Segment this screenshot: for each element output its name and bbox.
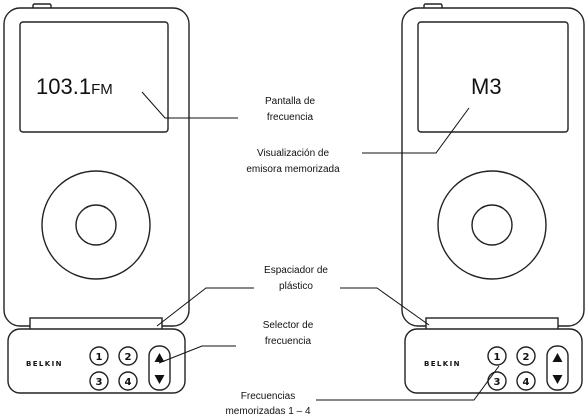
- right-preset-button-4: 4: [516, 371, 536, 391]
- caption-frequency-display-line-2: frecuencia: [267, 112, 314, 123]
- left-preset-label-1: 1: [96, 352, 103, 363]
- leader-frequency-selector: [158, 345, 236, 364]
- caption-frequency-display-line-1: Pantalla de: [265, 96, 315, 107]
- right-brand-label: BELKIN: [424, 360, 461, 368]
- left-preset-label-4: 4: [125, 377, 132, 388]
- left-center-button: [75, 204, 117, 246]
- left-tune-up-arrow: [154, 353, 165, 362]
- right-screen: [417, 21, 569, 133]
- right-tune-down-arrow: [552, 375, 563, 384]
- leader-frequency-display: [141, 91, 238, 119]
- leader-preset-display: [362, 107, 470, 154]
- right-device: M3 BELKIN 1 2 3 4: [401, 3, 585, 394]
- leader-preset-frequencies: [316, 365, 500, 401]
- left-device: 103.1FM BELKIN 1 2 3 4: [3, 3, 190, 394]
- caption-preset-display: Visualización de emisora memorizada: [246, 148, 340, 175]
- left-preset-button-3: 3: [89, 371, 109, 391]
- right-preset-label-1: 1: [494, 352, 501, 363]
- right-preset-readout: M3: [471, 74, 502, 99]
- right-preset-button-3: 3: [487, 371, 507, 391]
- left-plastic-spacer: [29, 317, 163, 331]
- left-preset-button-1: 1: [89, 346, 109, 366]
- leader-lines: [141, 91, 500, 401]
- caption-frequency-display: Pantalla de frecuencia: [265, 96, 315, 123]
- left-band-label: FM: [91, 81, 113, 98]
- caption-preset-display-line-1: Visualización de: [257, 148, 330, 159]
- left-tune-down-arrow: [154, 375, 165, 384]
- left-preset-label-3: 3: [96, 377, 103, 388]
- right-tuning-rocker: [546, 345, 569, 391]
- left-screen: [19, 21, 169, 133]
- right-preset-label-3: 3: [494, 377, 501, 388]
- leader-plastic-spacer-left: [156, 287, 254, 327]
- caption-frequency-selector-line-1: Selector de: [263, 320, 314, 331]
- left-tuning-rocker: [148, 345, 171, 391]
- left-frequency-readout: 103.1FM: [36, 74, 113, 99]
- caption-preset-frequencies: Frecuencias memorizadas 1 – 4: [225, 391, 310, 417]
- right-preset-label-2: 2: [523, 352, 530, 363]
- caption-preset-display-line-2: emisora memorizada: [246, 164, 340, 175]
- caption-plastic-spacer-line-1: Espaciador de: [264, 265, 328, 276]
- caption-preset-frequencies-line-2: memorizadas 1 – 4: [225, 406, 310, 417]
- left-preset-button-2: 2: [118, 346, 138, 366]
- right-preset-button-2: 2: [516, 346, 536, 366]
- left-preset-label-2: 2: [125, 352, 132, 363]
- caption-plastic-spacer: Espaciador de plástico: [264, 265, 328, 292]
- left-brand-label: BELKIN: [26, 360, 63, 368]
- caption-frequency-selector: Selector de frecuencia: [263, 320, 314, 347]
- caption-frequency-selector-line-2: frecuencia: [265, 336, 312, 347]
- right-center-button: [471, 204, 513, 246]
- right-preset-label-4: 4: [523, 377, 530, 388]
- caption-plastic-spacer-line-2: plástico: [279, 281, 313, 292]
- caption-preset-frequencies-line-1: Frecuencias: [241, 391, 295, 402]
- right-plastic-spacer: [425, 317, 559, 331]
- leader-plastic-spacer-right: [340, 287, 430, 326]
- left-frequency-value: 103.1: [36, 74, 91, 99]
- right-preset-button-1: 1: [487, 346, 507, 366]
- left-preset-button-4: 4: [118, 371, 138, 391]
- right-tune-up-arrow: [552, 353, 563, 362]
